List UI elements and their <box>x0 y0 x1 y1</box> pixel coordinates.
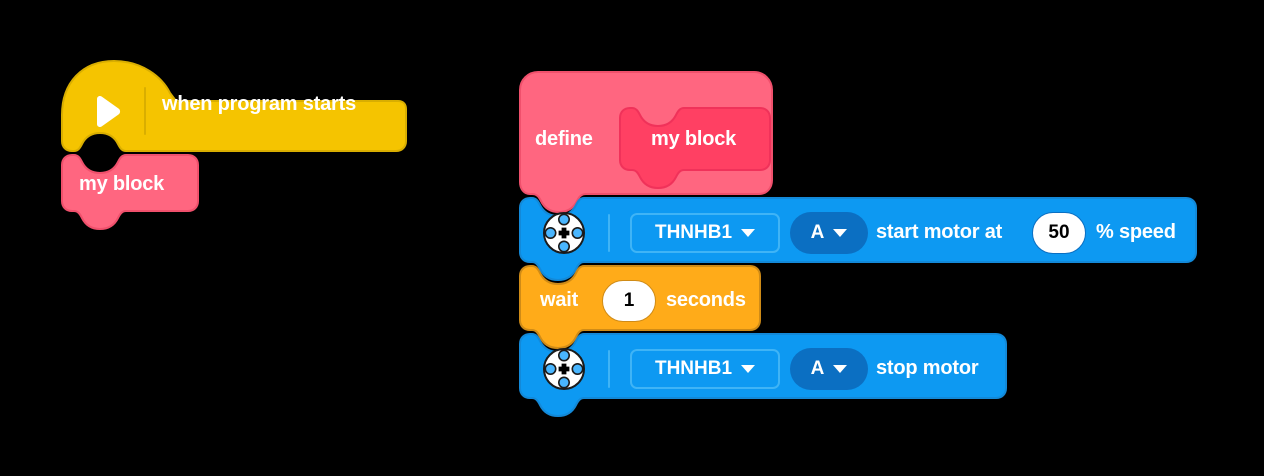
block-define-my-block[interactable]: define my block <box>518 68 788 213</box>
hub-select-value: THNHB1 <box>654 222 733 243</box>
port-select-dropdown[interactable]: A <box>790 348 868 390</box>
hub-icon <box>543 348 585 390</box>
port-select-value: A <box>810 222 825 243</box>
block-my-block-prototype[interactable]: my block <box>618 104 776 189</box>
block-my-block-call[interactable]: my block <box>58 145 218 230</box>
port-select-value: A <box>810 358 825 379</box>
wait-input-value: 1 <box>623 290 635 311</box>
chevron-down-icon <box>833 365 848 373</box>
block-wait-seconds[interactable]: wait 1 seconds <box>518 262 778 349</box>
block-stop-motor[interactable]: THNHB1 A stop motor <box>518 330 1018 417</box>
speed-input[interactable]: 50 <box>1032 212 1086 254</box>
play-icon <box>97 95 121 128</box>
chevron-down-icon <box>741 229 756 237</box>
block-when-program-starts[interactable]: when program starts <box>58 55 410 159</box>
block-start-motor[interactable]: THNHB1 A start motor at 50 % speed <box>518 194 1208 281</box>
hub-select-value: THNHB1 <box>654 358 733 379</box>
icon-divider <box>144 87 146 135</box>
hub-icon <box>543 212 585 254</box>
hub-select-dropdown[interactable]: THNHB1 <box>630 213 780 253</box>
hub-select-dropdown[interactable]: THNHB1 <box>630 349 780 389</box>
icon-divider <box>608 350 610 388</box>
speed-input-value: 50 <box>1048 222 1070 243</box>
port-select-dropdown[interactable]: A <box>790 212 868 254</box>
chevron-down-icon <box>741 365 756 373</box>
icon-divider <box>608 214 610 252</box>
chevron-down-icon <box>833 229 848 237</box>
wait-input[interactable]: 1 <box>602 280 656 322</box>
